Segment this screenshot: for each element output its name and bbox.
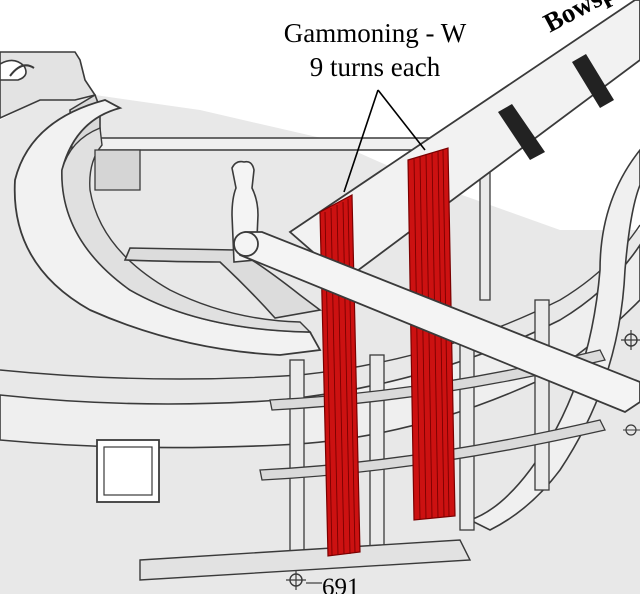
scroll-curl [9,64,35,77]
timber-4 [534,299,550,491]
timber-3 [459,339,475,531]
crosshair-icon [623,424,640,436]
crosshair-icon [286,570,306,590]
boom-end [233,231,259,257]
bowsprit-band-1 [498,104,545,160]
scroll-ornament [0,59,27,81]
stem-timber [467,148,640,531]
station-number: 691 [322,574,360,594]
bulkhead-block [94,149,141,191]
bowsprit-band-2 [572,54,614,108]
callout-leader-aft [343,89,379,193]
gun-port-lid [103,446,153,496]
callout-title: Gammoning - W [283,18,467,48]
crosshair-icon [621,330,640,350]
callout-subtitle: 9 turns each [309,52,441,82]
callout-leader-forward [377,89,426,151]
timber-2 [369,354,385,561]
timber-1 [289,359,305,561]
